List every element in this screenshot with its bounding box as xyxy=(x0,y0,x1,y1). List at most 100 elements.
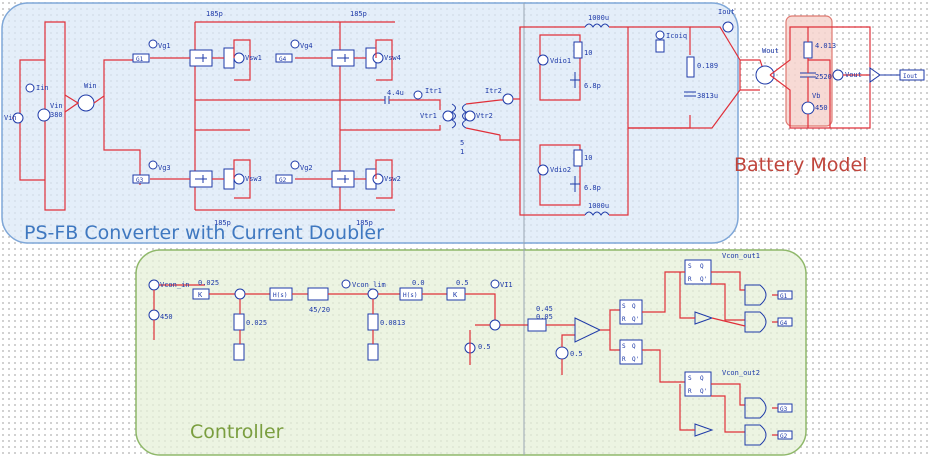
vout-label: Vout xyxy=(845,71,862,79)
cap-top-right-label: 185p xyxy=(350,10,367,18)
iout-label: Iout xyxy=(718,8,735,16)
vin-source-label: Vin xyxy=(4,114,17,122)
cbat-value: 2520 xyxy=(815,73,832,81)
control-current-loop[interactable] xyxy=(341,279,500,361)
battery-region xyxy=(785,15,833,127)
leakage-inductor[interactable] xyxy=(340,90,423,104)
vg4-label: Vg4 xyxy=(300,42,313,50)
output-inductor-bottom[interactable] xyxy=(584,27,629,216)
flip-flop-stage-1[interactable] xyxy=(619,259,793,383)
vtr1-label: Vtr1 xyxy=(420,112,437,120)
itr2-meter[interactable] xyxy=(502,93,514,105)
switch-q1[interactable] xyxy=(150,39,251,81)
vsw3-label: Vsw3 xyxy=(245,175,262,183)
ff1-r: R xyxy=(622,316,626,323)
gate-drive-g2[interactable] xyxy=(275,160,300,184)
switch-q3[interactable] xyxy=(150,159,251,199)
fb1-value: 0.025 xyxy=(246,319,267,327)
tri-value: 0.5 xyxy=(570,350,583,358)
ff4-qb: Q' xyxy=(700,388,707,395)
vcon-lim-label: Vcon_lim xyxy=(352,281,386,289)
vout-meter[interactable] xyxy=(832,69,844,81)
k2top-value: 0.0 xyxy=(412,279,425,287)
rbat-value: 4.013 xyxy=(815,42,836,50)
output-buffer xyxy=(869,67,881,83)
vsw2-label: Vsw2 xyxy=(384,175,401,183)
ff4-s: S xyxy=(688,375,692,382)
wout-label: Wout xyxy=(762,47,779,55)
transformer[interactable] xyxy=(395,99,501,136)
vtr2-label: Vtr2 xyxy=(476,112,493,120)
lim2-value: 0.45 xyxy=(536,305,553,313)
output-inductor-top[interactable] xyxy=(584,23,660,28)
vcon-out1-label: Vcon_out1 xyxy=(722,252,760,260)
diode-cell-top[interactable] xyxy=(537,41,583,88)
hs1-block: H(s) xyxy=(273,292,287,299)
converter-region xyxy=(1,2,739,244)
control-modulator[interactable] xyxy=(464,309,620,375)
g1-tag: G1 xyxy=(136,56,144,63)
ff1-qb: Q' xyxy=(632,316,639,323)
vg1-label: Vg1 xyxy=(158,42,171,50)
flip-flop-stage-2[interactable] xyxy=(679,371,793,446)
icoiq-label: Icoiq xyxy=(666,32,687,40)
ff2-q: Q xyxy=(632,343,636,350)
gate-drive-g1[interactable] xyxy=(132,39,158,63)
ctrl-g1-tag: G1 xyxy=(780,293,788,300)
input-source[interactable] xyxy=(12,21,140,211)
ctrl-g2-tag: G2 xyxy=(780,433,788,440)
lout-bot-value: 1000u xyxy=(588,202,609,210)
src2-value: 0.5 xyxy=(478,343,491,351)
c-top: 6.8p xyxy=(584,82,601,90)
k2-block: K xyxy=(453,291,458,299)
iout-meter[interactable] xyxy=(722,21,734,33)
win-label: Win xyxy=(84,82,97,90)
ff3-q: Q xyxy=(700,263,704,270)
vsw4-label: Vsw4 xyxy=(384,54,401,62)
gate-drive-g3[interactable] xyxy=(132,160,158,184)
wout-meter[interactable] xyxy=(755,65,775,85)
switch-q4[interactable] xyxy=(295,39,393,81)
battery-title: Battery Model xyxy=(734,154,867,176)
diode-cell-bottom[interactable] xyxy=(537,149,583,192)
g3-tag: G3 xyxy=(136,177,144,184)
hs2-block: H(s) xyxy=(403,292,417,299)
control-voltage-loop[interactable] xyxy=(148,279,370,361)
battery-cell[interactable] xyxy=(800,27,831,128)
r10-top: 10 xyxy=(584,49,592,57)
lk-value: 4.4u xyxy=(387,89,404,97)
controller-title: Controller xyxy=(190,421,284,443)
vg2-label: Vg2 xyxy=(300,164,313,172)
vb-value: 450 xyxy=(815,104,828,112)
ff4-q: Q xyxy=(700,375,704,382)
lim1-value: 45/20 xyxy=(309,306,330,314)
fb2-value: 0.0813 xyxy=(380,319,405,327)
ff3-qb: Q' xyxy=(700,276,707,283)
cap-top-left-label: 185p xyxy=(206,10,223,18)
g2-tag: G2 xyxy=(279,177,287,184)
ff4-r: R xyxy=(688,388,692,395)
resr-value: 0.189 xyxy=(697,62,718,70)
ctrl-g3-tag: G3 xyxy=(780,406,788,413)
g4-tag: G4 xyxy=(279,56,287,63)
src1-value: 450 xyxy=(160,313,173,321)
r10-bot: 10 xyxy=(584,154,592,162)
switch-q2[interactable] xyxy=(295,159,393,199)
cap-bot-right-label: 185p xyxy=(356,219,373,227)
vin-value: 380 xyxy=(50,111,63,119)
ff2-s: S xyxy=(622,343,626,350)
vdio1-label: Vdio1 xyxy=(550,57,571,65)
gate-drive-g4[interactable] xyxy=(275,39,300,63)
lim2b-value: 0.05 xyxy=(536,313,553,321)
vcon-in-label: Vcon_in xyxy=(160,281,190,289)
ff3-s: S xyxy=(688,263,692,270)
vi1-label: VI1 xyxy=(500,281,513,289)
ff3-r: R xyxy=(688,276,692,283)
ff2-qb: Q' xyxy=(632,356,639,363)
k1-value: 0.025 xyxy=(198,279,219,287)
neg-bus xyxy=(103,96,141,185)
cout-value: 3813u xyxy=(697,92,718,100)
cap-bot-left-label: 185p xyxy=(214,219,231,227)
